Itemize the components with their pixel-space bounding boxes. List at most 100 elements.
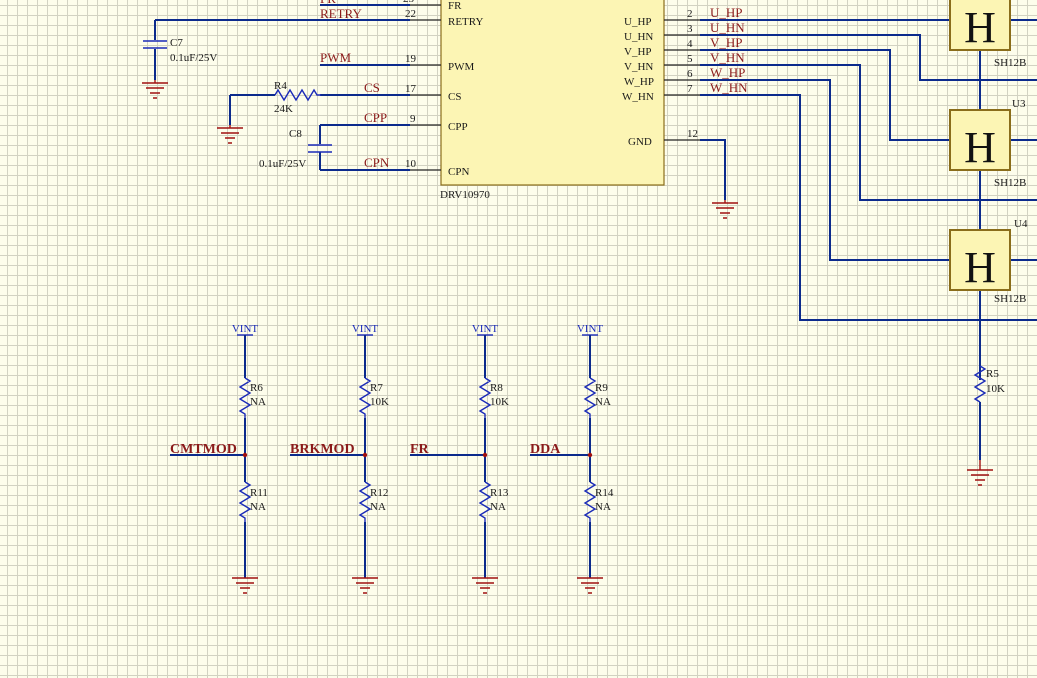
pin-name: W_HN — [622, 91, 654, 103]
ic-pin-retry[interactable]: 22 RETRY — [405, 8, 484, 28]
pin-number: 3 — [687, 23, 693, 35]
hall-part: SH12B — [994, 57, 1026, 69]
divider-fr[interactable]: VINT R8 10K R13 NA FR — [410, 323, 509, 594]
c7-ref: C7 — [170, 37, 183, 49]
ic-pin-cpp[interactable]: 9 CPP — [410, 113, 468, 133]
net-label-cpn: CPN — [364, 155, 390, 170]
net-label-u-hn: U_HN — [710, 20, 745, 35]
wire-u-hn[interactable] — [700, 34, 1037, 81]
net-label-v-hn: V_HN — [710, 50, 745, 65]
hall-sensor-u4[interactable]: H U4 SH12B — [949, 218, 1028, 305]
hall-sensor-u3[interactable]: H U3 SH12B — [949, 98, 1026, 189]
wire-v-hp[interactable] — [700, 49, 950, 141]
pin-name: CPN — [448, 166, 469, 178]
net-label-w-hn: W_HN — [710, 80, 748, 95]
bottom-resistor-ref: R11 — [250, 487, 268, 499]
ic-pin-v-hp[interactable]: 4 V_HP — [624, 38, 700, 58]
pin-number: 12 — [687, 128, 698, 140]
capacitor-c7[interactable]: C7 0.1uF/25V — [143, 20, 217, 80]
bottom-resistor-value: NA — [595, 501, 611, 513]
net-label-cpp: CPP — [364, 110, 387, 125]
ic-pin-pwm[interactable]: 19 PWM — [405, 53, 475, 73]
wire-gnd[interactable] — [700, 139, 726, 200]
wire-w-hn[interactable] — [700, 94, 1037, 321]
net-label-fr: FR — [410, 442, 430, 457]
ic-body[interactable] — [440, 0, 665, 186]
ic-part-name: DRV10970 — [440, 189, 490, 201]
net-label-u-hp: U_HP — [710, 5, 743, 20]
c8-value: 0.1uF/25V — [259, 158, 306, 170]
pin-name: V_HN — [624, 61, 653, 73]
pin-number: 9 — [410, 113, 416, 125]
c7-value: 0.1uF/25V — [170, 52, 217, 64]
pin-number: 17 — [405, 83, 417, 95]
hall-symbol: H — [964, 123, 996, 172]
pin-name: RETRY — [448, 16, 484, 28]
top-resistor-ref: R7 — [370, 382, 383, 394]
divider-dda[interactable]: VINT R9 NA R14 NA DDA — [530, 323, 614, 594]
ground-symbol — [712, 200, 738, 219]
bottom-resistor-value: NA — [250, 501, 266, 513]
wire-cpp-cpn[interactable] — [319, 124, 410, 171]
net-label-cs: CS — [364, 80, 380, 95]
wire-w-hp[interactable] — [700, 79, 950, 261]
pin-number: 6 — [687, 68, 693, 80]
top-resistor-value: 10K — [370, 396, 389, 408]
resistor-r5[interactable]: R5 10K — [973, 365, 1005, 460]
ic-pin-cs[interactable]: 17 CS — [405, 83, 461, 103]
vint-label: VINT — [577, 323, 604, 335]
bottom-resistor-value: NA — [370, 501, 386, 513]
pin-name: FR — [448, 0, 462, 12]
ic-pin-cpn[interactable]: 10 CPN — [405, 158, 469, 178]
ground-symbol — [217, 125, 243, 144]
net-label-pwm: PWM — [320, 50, 352, 65]
vint-label: VINT — [352, 323, 379, 335]
pin-number: 22 — [405, 8, 416, 20]
pin-number: 23 — [403, 0, 415, 5]
pin-name: U_HN — [624, 31, 653, 43]
pin-number: 2 — [687, 8, 693, 20]
pin-name: W_HP — [624, 76, 654, 88]
bottom-resistor-value: NA — [490, 501, 506, 513]
hall-sensor-u2[interactable]: H SH12B — [949, 0, 1026, 69]
hall-symbol: H — [964, 243, 996, 292]
ic-pin-fr[interactable]: 23 FR — [403, 0, 462, 12]
ic-pin-gnd[interactable]: 12 GND — [628, 128, 700, 148]
hall-ref: U4 — [1014, 218, 1028, 230]
divider-cmtmod[interactable]: VINT R6 NA R11 NA CMTMOD — [170, 323, 268, 594]
hall-ref: U3 — [1012, 98, 1026, 110]
net-label-fr-top: FR — [320, 0, 336, 6]
ground-symbol — [142, 80, 168, 99]
pin-name: V_HP — [624, 46, 652, 58]
net-label-brkmod: BRKMOD — [290, 442, 355, 457]
r5-value: 10K — [986, 383, 1005, 395]
capacitor-c8[interactable]: C8 0.1uF/25V — [259, 128, 332, 170]
ic-pin-v-hn[interactable]: 5 V_HN — [624, 53, 700, 73]
divider-brkmod[interactable]: VINT R7 10K R12 NA BRKMOD — [290, 323, 389, 594]
top-resistor-ref: R9 — [595, 382, 608, 394]
pin-name: U_HP — [624, 16, 652, 28]
hall-symbol: H — [964, 3, 996, 52]
pin-number: 5 — [687, 53, 693, 65]
pin-name: CS — [448, 91, 461, 103]
bottom-resistor-ref: R13 — [490, 487, 509, 499]
r4-value: 24K — [274, 103, 293, 115]
ic-pin-u-hp[interactable]: 2 U_HP — [624, 8, 700, 28]
ic-pin-w-hn[interactable]: 7 W_HN — [622, 83, 700, 103]
resistor-r4[interactable]: R4 24K — [274, 80, 321, 115]
top-resistor-ref: R8 — [490, 382, 503, 394]
ic-pin-w-hp[interactable]: 6 W_HP — [624, 68, 700, 88]
pin-number: 19 — [405, 53, 417, 65]
hall-part: SH12B — [994, 177, 1026, 189]
wire-hall-outputs[interactable] — [1010, 19, 1037, 261]
top-resistor-value: 10K — [490, 396, 509, 408]
pin-name: GND — [628, 136, 652, 148]
ic-pin-u-hn[interactable]: 3 U_HN — [624, 23, 700, 43]
wire-v-hn[interactable] — [700, 64, 1037, 201]
pin-number: 7 — [687, 83, 693, 95]
net-label-w-hp: W_HP — [710, 65, 745, 80]
net-label-retry: RETRY — [320, 6, 363, 21]
r4-ref: R4 — [274, 80, 287, 92]
